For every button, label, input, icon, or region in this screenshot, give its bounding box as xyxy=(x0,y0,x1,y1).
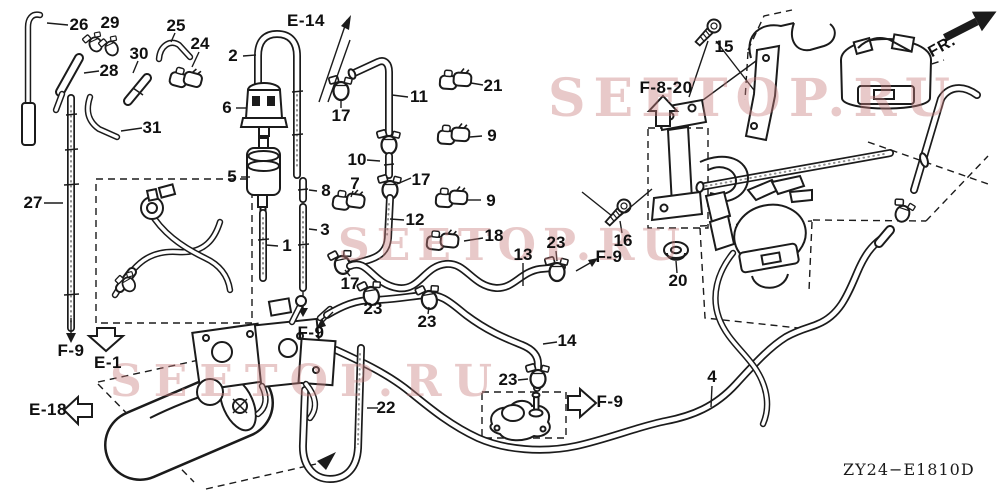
grommet-20 xyxy=(663,241,689,261)
watermark-text-1: SEETOP.RU xyxy=(338,220,687,271)
hose-22 xyxy=(298,344,365,483)
part-label-1-11: 1 xyxy=(282,236,292,255)
hose-2 xyxy=(254,30,301,179)
part-label-23-31: 23 xyxy=(417,312,437,331)
ref-label-e-1-5: E-1 xyxy=(94,353,122,372)
part-label-14-32: 14 xyxy=(557,331,577,350)
part-label-6-7: 6 xyxy=(222,98,232,117)
filter-30-band xyxy=(132,87,144,96)
tube-assembly-box xyxy=(111,183,234,299)
part-label-13-24: 13 xyxy=(513,245,533,264)
strainer-6 xyxy=(239,82,289,137)
ref-label-f-9-2: F-9 xyxy=(595,247,623,266)
joint-28 xyxy=(55,53,84,97)
part-label-9-19: 9 xyxy=(487,126,497,145)
clip-24 xyxy=(167,62,206,93)
tube-27-bands xyxy=(63,113,80,296)
part-label-9-22: 9 xyxy=(486,191,496,210)
part-label-24-3: 24 xyxy=(190,34,210,53)
part-label-18-23: 18 xyxy=(484,226,504,245)
leader-lines xyxy=(44,22,713,409)
hose-26-cap xyxy=(21,102,36,146)
hose-26 xyxy=(24,11,44,107)
filter-5 xyxy=(246,137,281,216)
primer-pump-base xyxy=(489,391,551,442)
canister-assembly xyxy=(744,22,932,142)
part-label-29-1: 29 xyxy=(100,13,120,32)
clip-9-b xyxy=(434,183,469,210)
part-label-17-29: 17 xyxy=(340,274,360,293)
watermark-text-2: SEETOP.RU xyxy=(110,356,504,407)
part-label-25-2: 25 xyxy=(166,16,186,35)
part-label-2-6: 2 xyxy=(228,46,238,65)
f820-up-block-arrow xyxy=(646,94,680,127)
part-label-23-30: 23 xyxy=(363,299,383,318)
fr-arrow xyxy=(943,11,997,42)
f9-right-block-arrow xyxy=(567,386,598,420)
arrowhead-f9-mid xyxy=(588,258,598,267)
joint-28-tube xyxy=(52,90,66,114)
hose-13 xyxy=(346,259,566,293)
part-label-7-14: 7 xyxy=(350,174,360,193)
hose-4-end-fitting xyxy=(874,225,895,248)
part-label-11-17: 11 xyxy=(410,87,428,106)
part-label-31-8: 31 xyxy=(142,118,162,137)
arrowhead-f9-left xyxy=(66,333,76,343)
e14-arrow xyxy=(318,15,351,103)
hose-11 xyxy=(348,57,393,137)
part-label-23-33: 23 xyxy=(498,370,518,389)
part-label-4-35: 4 xyxy=(707,367,717,386)
carburetor-assembly xyxy=(104,295,337,481)
ref-label-f-8-20-1: F-8-20 xyxy=(639,78,693,97)
clip-21 xyxy=(438,65,473,92)
fuel-pump-assembly xyxy=(704,174,813,428)
part-label-8-13: 8 xyxy=(321,181,331,200)
part-label-15-28: 15 xyxy=(714,37,734,56)
clip-7 xyxy=(331,185,367,214)
part-label-22-34: 22 xyxy=(376,398,396,417)
hose-25 xyxy=(155,39,194,63)
e1-down-block-arrow xyxy=(86,327,126,353)
part-label-27-9: 27 xyxy=(23,193,43,212)
part-label-17-16: 17 xyxy=(331,106,351,125)
ref-label-f-9-7: F-9 xyxy=(596,392,624,411)
ref-label-e-18-6: E-18 xyxy=(29,400,67,419)
hose-4 xyxy=(332,235,885,454)
ref-label-e-14-0: E-14 xyxy=(287,11,325,30)
arrowhead-f9-hose14 xyxy=(316,318,326,329)
part-label-28-5: 28 xyxy=(99,61,119,80)
clip-9-a xyxy=(436,120,471,147)
part-label-10-15: 10 xyxy=(347,150,367,169)
filter-30 xyxy=(123,73,152,106)
part-label-16-26: 16 xyxy=(613,231,633,250)
part-label-21-18: 21 xyxy=(483,76,503,95)
part-label-12-21: 12 xyxy=(405,210,425,229)
arrowhead-hose22 xyxy=(317,452,336,470)
e18-left-block-arrow xyxy=(62,394,93,427)
hose-31 xyxy=(84,93,121,141)
hose-12 xyxy=(346,194,394,269)
ref-label-f-9-4: F-9 xyxy=(57,341,85,360)
hose-top-right xyxy=(910,84,981,194)
clamp-17-loose xyxy=(327,74,354,102)
clamp-29-b xyxy=(96,32,124,61)
part-label-26-0: 26 xyxy=(69,15,89,34)
part-label-30-4: 30 xyxy=(129,44,149,63)
watermark-text-0: SEETOP.RU xyxy=(548,68,958,129)
part-label-23-25: 23 xyxy=(546,233,566,252)
part-label-20-27: 20 xyxy=(668,271,688,290)
ref-label-f-9-3: F-9 xyxy=(297,323,325,342)
part-label-17-20: 17 xyxy=(411,170,431,189)
diagram-code: ZY24−E1810D xyxy=(843,460,975,479)
part-label-3-12: 3 xyxy=(320,220,330,239)
part-label-5-10: 5 xyxy=(227,167,237,186)
